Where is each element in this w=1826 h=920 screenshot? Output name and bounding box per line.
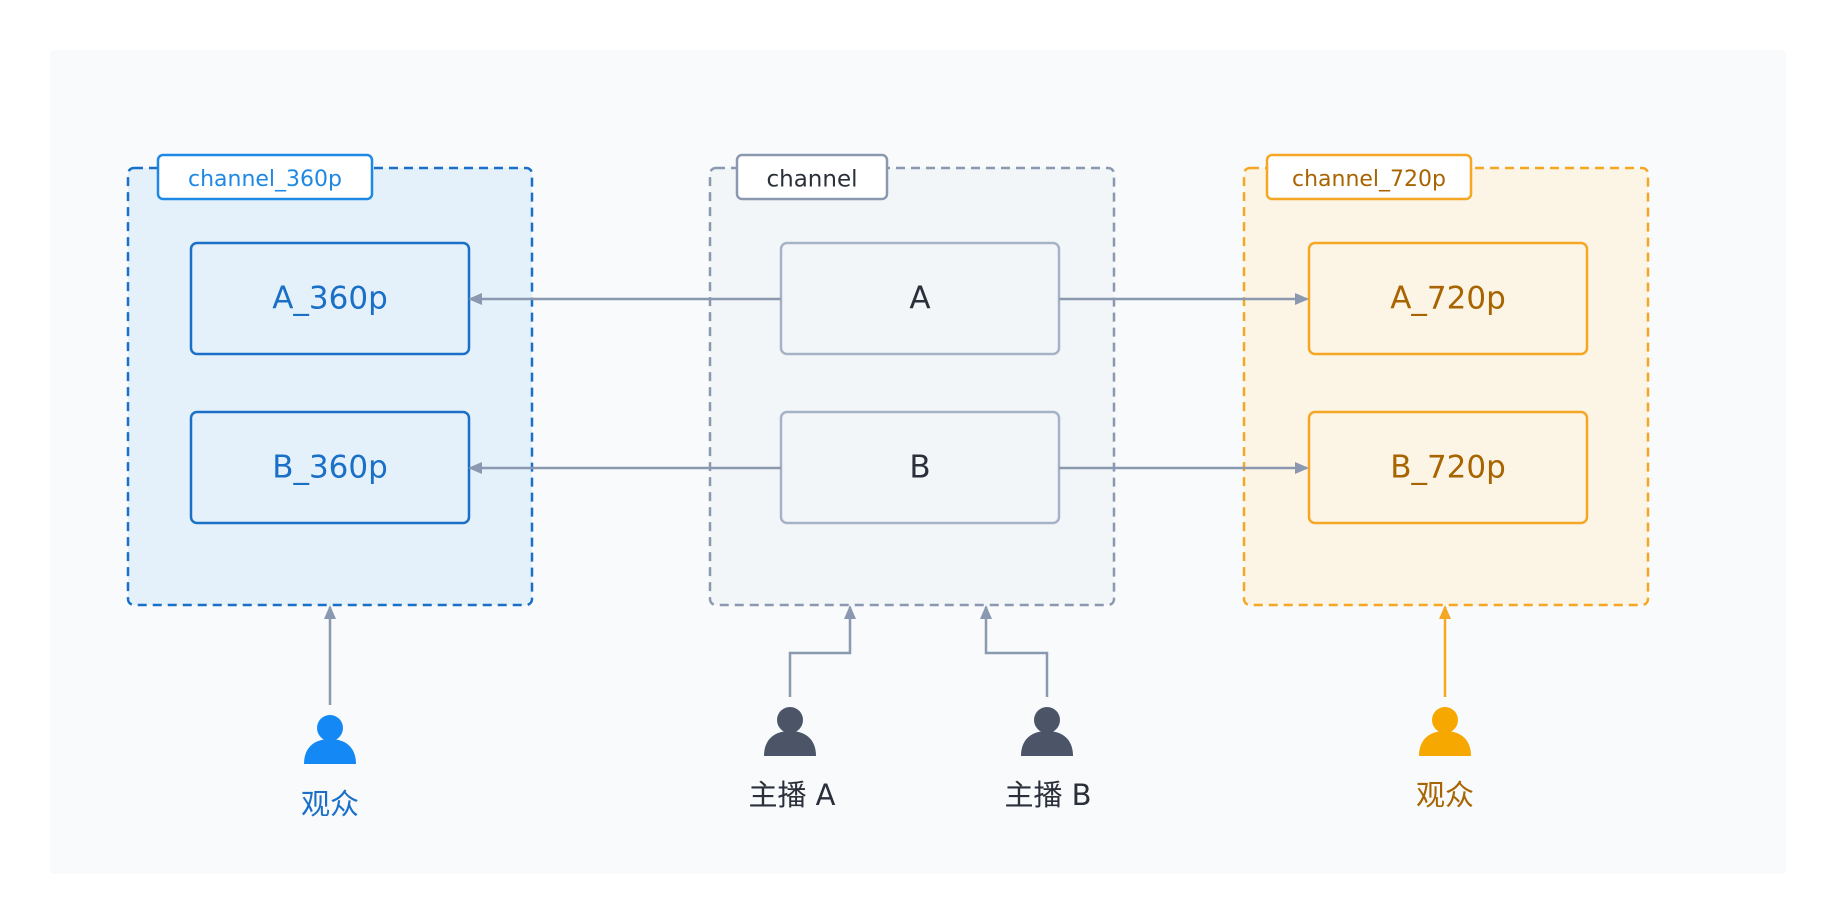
- person-icon: [1419, 707, 1471, 756]
- stream-label-a-360p: A_360p: [272, 281, 388, 317]
- stream-label-a-720p: A_720p: [1390, 281, 1506, 317]
- viewer-right-label: 观众: [1416, 778, 1474, 812]
- person-icon: [304, 715, 356, 764]
- person-icon: [764, 707, 816, 756]
- viewer-left-label: 观众: [301, 787, 359, 821]
- group-channel-360p: channel_360p A_360p B_360p: [126, 153, 534, 607]
- person-icon: [1021, 707, 1073, 756]
- group-frame-channel: [708, 166, 1116, 607]
- group-tag-channel-360p: [156, 153, 374, 201]
- group-title-channel-720p: channel_720p: [1292, 167, 1446, 192]
- host-a-label: 主播 A: [748, 778, 835, 812]
- stream-box-b-720p: [1307, 410, 1589, 525]
- stream-label-b: B: [909, 450, 930, 486]
- group-frame-channel-360p: [126, 166, 534, 607]
- stream-label-b-720p: B_720p: [1390, 450, 1506, 486]
- host-b-label: 主播 B: [1004, 778, 1091, 812]
- stream-label-b-360p: B_360p: [272, 450, 388, 486]
- group-title-channel-360p: channel_360p: [188, 167, 342, 192]
- group-tag-channel: [735, 153, 889, 201]
- stream-label-a: A: [909, 281, 930, 317]
- group-tag-channel-720p: [1265, 153, 1473, 201]
- stream-box-a-720p: [1307, 241, 1589, 356]
- group-channel: channel A B: [708, 153, 1116, 607]
- arrow-host-a-to-channel: [788, 605, 856, 697]
- group-frame-channel-720p: [1242, 166, 1650, 607]
- group-title-channel: channel: [766, 167, 857, 193]
- arrow-host-b-to-channel: [980, 605, 1049, 697]
- group-channel-720p: channel_720p A_720p B_720p: [1242, 153, 1650, 607]
